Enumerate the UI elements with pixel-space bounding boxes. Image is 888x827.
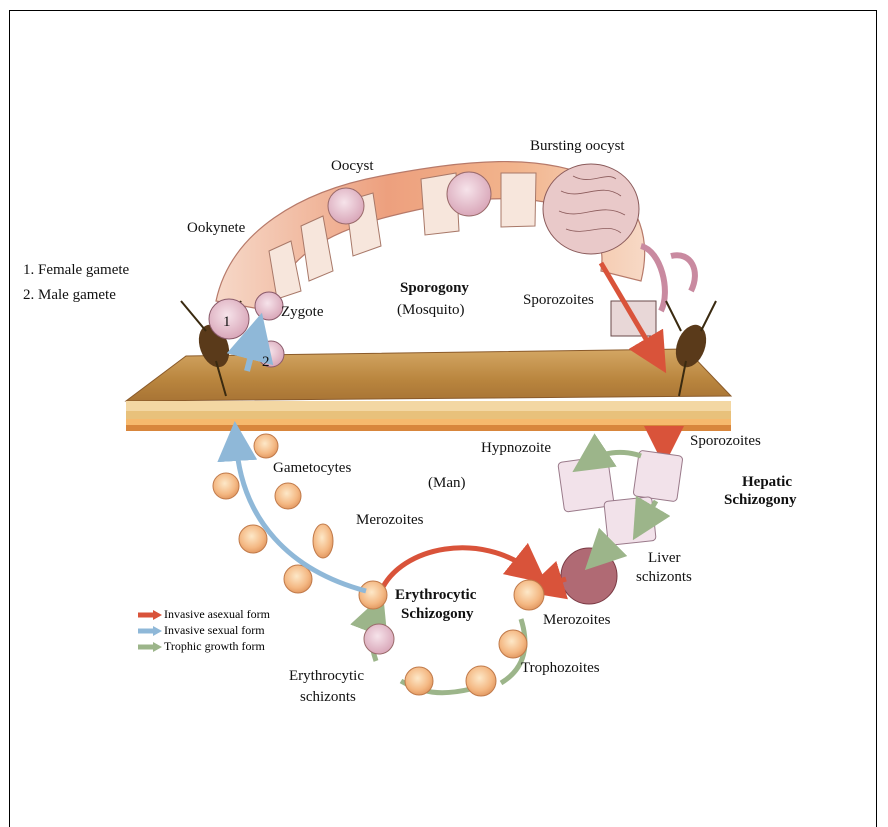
- liver-schizonts-label-line1: Liver: [648, 549, 680, 567]
- zygote-cell: [255, 292, 283, 320]
- trophozoites-label: Trophozoites: [521, 659, 600, 677]
- sporogony-title: Sporogony: [400, 279, 469, 297]
- schizont-rbc: [405, 667, 433, 695]
- legend-blue-arrow-icon: [138, 626, 162, 636]
- diagram-frame: 1. Female gamete 2. Male gamete Ookynete…: [9, 10, 877, 827]
- merozoites-right-label: Merozoites: [543, 611, 610, 629]
- erythrocytic-schizonts-label-line1: Erythrocytic: [289, 667, 364, 685]
- sporozoites-top-label: Sporozoites: [523, 291, 594, 309]
- marker-1: 1: [223, 313, 231, 331]
- man-label: (Man): [428, 474, 466, 492]
- merozoite-burst-cell: [359, 581, 387, 609]
- diagram-artwork: [9, 10, 877, 827]
- legend-green-arrow-icon: [138, 642, 162, 652]
- malaria-life-cycle-diagram: 1. Female gamete 2. Male gamete Ookynete…: [10, 11, 877, 827]
- hepatic-title-line2: Schizogony: [724, 491, 797, 509]
- mosquito-label: (Mosquito): [397, 301, 465, 319]
- legend-label-trophic: Trophic growth form: [164, 639, 265, 654]
- sporozoites-right-label: Sporozoites: [690, 432, 761, 450]
- erythrocytic-title-line1: Erythrocytic: [395, 586, 476, 604]
- female-gamete-label: 1. Female gamete: [23, 261, 129, 279]
- ookynete-label: Ookynete: [187, 219, 245, 237]
- asexual-arrow-merozoites-cycle: [381, 548, 531, 591]
- legend-label-asexual: Invasive asexual form: [164, 607, 270, 622]
- liver-schizonts-label-line2: schizonts: [636, 568, 692, 586]
- oocyst: [447, 172, 491, 216]
- erythrocytic-title-line2: Schizogony: [401, 605, 474, 623]
- trophozoite-ring: [499, 630, 527, 658]
- zygote-label: Zygote: [281, 303, 324, 321]
- legend-red-arrow-icon: [138, 610, 162, 620]
- bursting-oocyst-cell: [543, 164, 639, 254]
- erythrocytic-schizont: [364, 624, 394, 654]
- marker-2: 2: [262, 353, 270, 371]
- hypnozoite-label: Hypnozoite: [481, 439, 551, 457]
- gametocytes-label: Gametocytes: [273, 459, 351, 477]
- bursting-oocyst-label: Bursting oocyst: [530, 137, 625, 155]
- male-gamete-label: 2. Male gamete: [23, 286, 116, 304]
- oocyst-label: Oocyst: [331, 157, 374, 175]
- trophozoite-cell: [466, 666, 496, 696]
- liver-schizont: [561, 548, 617, 604]
- merozoite-rbc: [514, 580, 544, 610]
- merozoites-top-label: Merozoites: [356, 511, 423, 529]
- hepatic-title-line1: Hepatic: [742, 473, 792, 491]
- legend-label-sexual: Invasive sexual form: [164, 623, 265, 638]
- oocyst-small: [328, 188, 364, 224]
- erythrocytic-schizonts-label-line2: schizonts: [300, 688, 356, 706]
